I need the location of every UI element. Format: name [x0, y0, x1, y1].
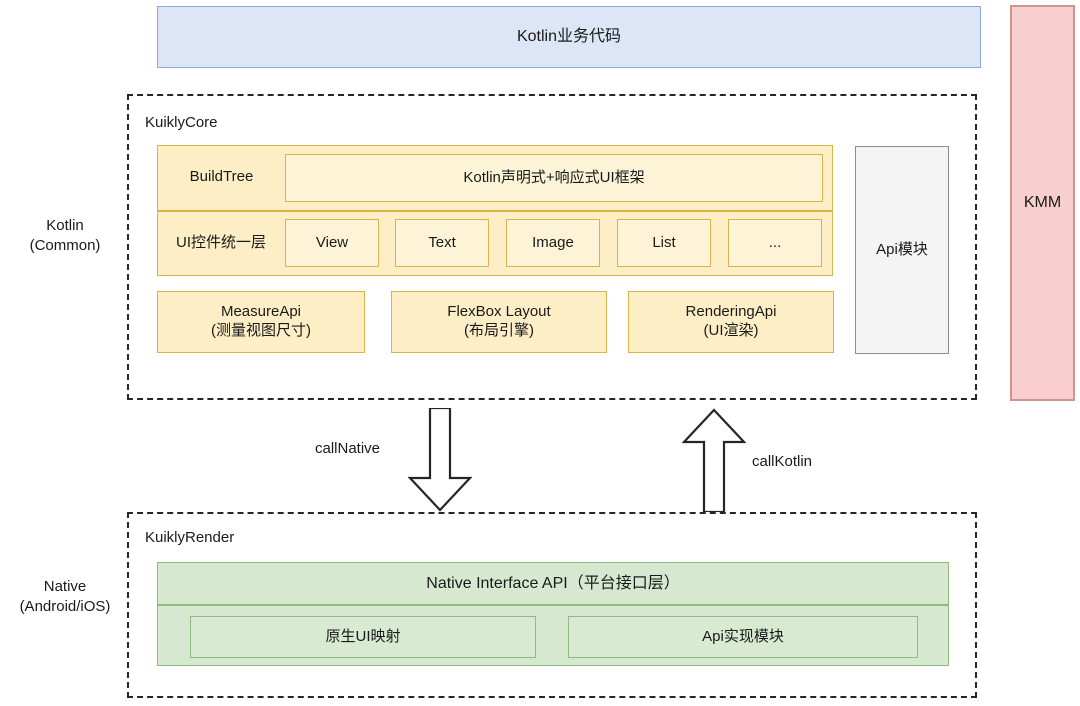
- kuikly-render-group: [127, 512, 977, 698]
- api-implementation-box: Api实现模块: [568, 616, 918, 658]
- widget-item-more-label: ...: [768, 233, 782, 251]
- native-ui-mapping-label: 原生UI映射: [325, 627, 401, 645]
- side-label-kotlin-line1: Kotlin: [46, 217, 84, 234]
- flexbox-layout-title: FlexBox Layout: [447, 303, 551, 321]
- flexbox-layout-box: FlexBox Layout (布局引擎): [391, 291, 607, 353]
- kotlin-business-code-block: Kotlin业务代码: [157, 6, 981, 68]
- widget-item-list-label: List: [652, 233, 676, 251]
- side-label-kotlin-common: Kotlin (Common): [6, 216, 124, 257]
- build-tree-label: BuildTree: [189, 168, 254, 186]
- call-kotlin-label: callKotlin: [752, 453, 813, 470]
- native-interface-api-label: Native Interface API（平台接口层）: [426, 574, 680, 592]
- ui-widget-layer-label: UI控件统一层: [175, 234, 266, 252]
- kmm-column: KMM: [1010, 5, 1075, 401]
- kotlin-declarative-ui-framework-label: Kotlin声明式+响应式UI框架: [463, 168, 645, 186]
- native-ui-mapping-box: 原生UI映射: [190, 616, 536, 658]
- call-kotlin-arrow: [682, 408, 746, 512]
- widget-item-image: Image: [506, 219, 600, 267]
- widget-item-text-label: Text: [428, 233, 456, 251]
- rendering-api-subtitle: (UI渲染): [703, 322, 759, 339]
- widget-item-list: List: [617, 219, 711, 267]
- call-native-label: callNative: [315, 440, 381, 457]
- measure-api-box: MeasureApi (测量视图尺寸): [157, 291, 365, 353]
- side-label-native-line1: Native: [43, 578, 87, 595]
- side-label-native-platform: Native (Android/iOS): [2, 577, 128, 618]
- kotlin-declarative-ui-framework-box: Kotlin声明式+响应式UI框架: [285, 154, 823, 202]
- widget-item-text: Text: [395, 219, 489, 267]
- yellow-panel-divider: [157, 210, 833, 212]
- rendering-api-box: RenderingApi (UI渲染): [628, 291, 834, 353]
- widget-item-more: ...: [728, 219, 822, 267]
- widget-item-image-label: Image: [532, 233, 574, 251]
- widget-item-view: View: [285, 219, 379, 267]
- side-label-native-line2: (Android/iOS): [19, 598, 111, 616]
- kuikly-core-group: [127, 94, 977, 400]
- api-module-label: Api模块: [876, 240, 928, 258]
- rendering-api-title: RenderingApi: [685, 303, 777, 321]
- api-implementation-label: Api实现模块: [702, 627, 784, 645]
- kotlin-business-code-label: Kotlin业务代码: [516, 28, 622, 45]
- widget-item-view-label: View: [315, 233, 349, 251]
- kuikly-render-title: KuiklyRender: [145, 529, 235, 546]
- api-module-box: Api模块: [855, 146, 949, 354]
- measure-api-title: MeasureApi: [220, 303, 302, 321]
- flexbox-layout-subtitle: (布局引擎): [463, 322, 534, 339]
- native-interface-api-band: Native Interface API（平台接口层）: [158, 563, 948, 606]
- call-native-arrow: [408, 408, 472, 512]
- kmm-label: KMM: [1023, 194, 1062, 211]
- measure-api-subtitle: (测量视图尺寸): [211, 322, 311, 339]
- kuikly-core-title: KuiklyCore: [145, 114, 218, 131]
- side-label-kotlin-line2: (Common): [29, 237, 101, 255]
